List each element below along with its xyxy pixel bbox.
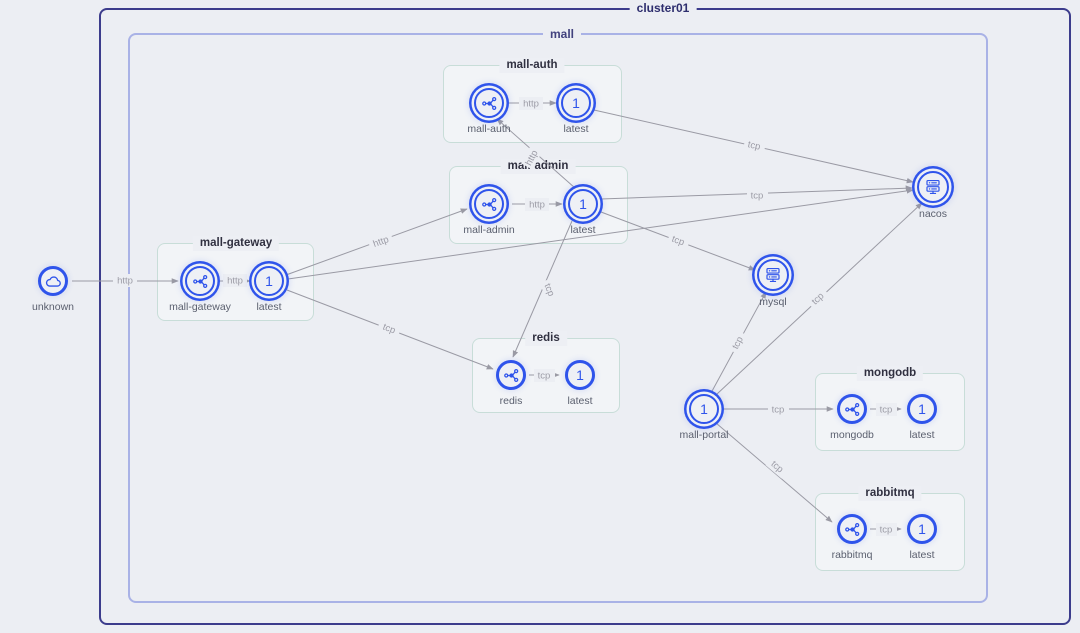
cluster-group-cluster01: cluster01 [99,1,1071,625]
version-count: 1 [576,367,584,383]
node-label: latest [570,224,596,236]
node-label: mall-gateway [169,301,231,313]
node-label: mongodb [830,429,874,441]
service-group-redis: redis [472,331,620,413]
version-badge: 1 [568,189,598,219]
cloud-icon [38,266,68,296]
service-group-title-mall-gateway: mall-gateway [192,236,280,251]
version-badge: 1 [689,394,719,424]
share-icon [474,88,504,118]
database-icon [757,259,789,291]
version-count: 1 [918,401,926,417]
cluster-title: cluster01 [629,1,697,16]
version-badge: 1 [561,88,591,118]
share-icon [496,360,526,390]
version-badge: 1 [254,266,284,296]
node-label: nacos [918,208,948,220]
share-icon [837,394,867,424]
node-label: mall-auth [467,123,511,135]
version-count: 1 [918,521,926,537]
service-group-title-mall-admin: mall-admin [500,159,576,174]
namespace-title: mall [542,27,582,42]
database-icon [917,171,949,203]
version-count: 1 [265,273,273,289]
node-label: mall-portal [679,429,729,441]
share-icon [185,266,215,296]
node-label: latest [256,301,282,313]
node-label: latest [909,429,935,441]
version-badge: 1 [907,394,937,424]
node-label: rabbitmq [831,549,873,561]
node-label: latest [909,549,935,561]
service-group-title-rabbitmq: rabbitmq [858,486,922,501]
version-count: 1 [579,196,587,212]
service-group-title-mongodb: mongodb [856,366,924,381]
version-badge: 1 [565,360,595,390]
node-label: latest [567,395,593,407]
service-group-title-mall-auth: mall-auth [499,58,565,73]
service-group-rabbitmq: rabbitmq [815,486,965,571]
node-label: redis [499,395,523,407]
share-icon [474,189,504,219]
node-label: mysql [759,296,787,308]
node-label: unknown [31,301,75,313]
version-count: 1 [700,401,708,417]
node-label: latest [563,123,589,135]
node-label: mall-admin [463,224,515,236]
service-group-title-redis: redis [525,331,567,346]
version-badge: 1 [907,514,937,544]
share-icon [837,514,867,544]
version-count: 1 [572,95,580,111]
namespace-group-mall: mall [128,27,988,603]
